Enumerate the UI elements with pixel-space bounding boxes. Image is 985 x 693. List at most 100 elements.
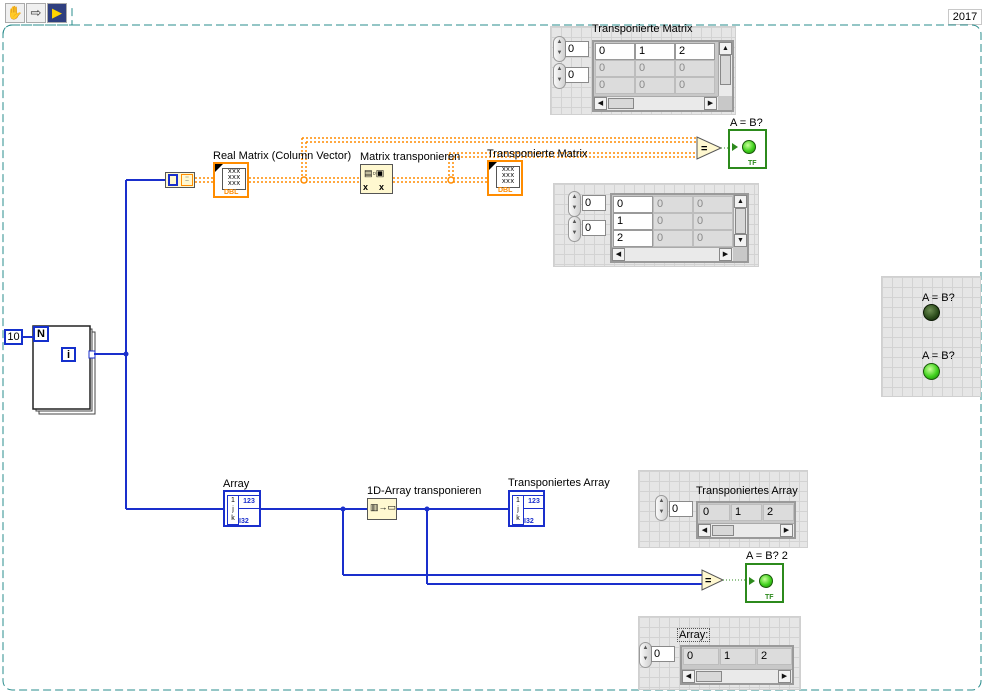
matrix-cell[interactable]: 0: [653, 213, 693, 230]
matrix-cell[interactable]: 1: [613, 213, 653, 230]
array-cell[interactable]: 0: [699, 504, 730, 521]
led1-indicator[interactable]: [923, 304, 940, 321]
matrix-cell[interactable]: 0: [635, 60, 675, 77]
matrix-transpose-node[interactable]: ▤▫▣ x x: [360, 164, 393, 194]
array-cell[interactable]: 1: [720, 648, 756, 665]
matrix-cell[interactable]: 1: [635, 43, 675, 60]
horizontal-scrollbar[interactable]: ◀ ▶: [594, 96, 718, 110]
row-index-input[interactable]: 0: [582, 195, 606, 211]
scroll-right-icon[interactable]: ▶: [780, 524, 793, 537]
loop-count-terminal[interactable]: N: [33, 326, 49, 342]
array-array: 0 1 2 ◀ ▶: [680, 645, 794, 685]
indicator-arrow-icon: [215, 164, 223, 172]
matrix-cell[interactable]: 0: [693, 230, 733, 247]
array-index-input[interactable]: 0: [651, 646, 675, 662]
matrix-cell[interactable]: 0: [693, 196, 733, 213]
step-tool-button[interactable]: ⇨: [26, 3, 46, 23]
led1-label: A = B?: [922, 292, 955, 304]
matrix-cell[interactable]: 2: [613, 230, 653, 247]
compare-bottom-indicator-label: A = B? 2: [746, 550, 788, 562]
array-cell[interactable]: 0: [683, 648, 719, 665]
scroll-right-icon[interactable]: ▶: [719, 248, 732, 261]
compare-top-indicator-label: A = B?: [730, 117, 763, 129]
transposed-matrix-array: 0 1 2 0 0 0 0 0 0 ▲ ◀ ▶: [592, 40, 734, 112]
row-index-input[interactable]: 0: [565, 41, 589, 57]
transposed-array-terminal-label: Transponiertes Array: [508, 477, 610, 489]
scroll-up-icon[interactable]: ▲: [734, 195, 747, 208]
horizontal-scrollbar[interactable]: ◀ ▶: [698, 523, 794, 537]
build-array-output: ⁚⁚: [181, 174, 193, 186]
array-transpose-node[interactable]: ▥→▭: [367, 498, 397, 520]
matrix-cell[interactable]: 0: [613, 196, 653, 213]
matrix-cell[interactable]: 0: [653, 196, 693, 213]
scroll-down-icon[interactable]: ▼: [734, 234, 747, 247]
equal-compare-bottom[interactable]: [701, 569, 725, 591]
scroll-left-icon[interactable]: ◀: [594, 97, 607, 110]
array-index-spinner[interactable]: ▲▼: [655, 495, 668, 521]
equal-compare-top[interactable]: [696, 136, 723, 160]
transposed-matrix-panel: Transponierte Matrix ▲▼ 0 ▲▼ 0 0 1 2 0 0…: [550, 23, 736, 115]
diagram-boundary: [2, 24, 982, 691]
compare-top-indicator-terminal[interactable]: TF: [728, 129, 767, 169]
matrix-cell[interactable]: 0: [595, 43, 635, 60]
row-index-spinner[interactable]: ▲▼: [553, 36, 566, 62]
indicator-arrow-icon: [489, 162, 497, 170]
transposed-matrix-dtype: DBL: [498, 187, 513, 194]
matrix-cell[interactable]: 0: [595, 60, 635, 77]
led-icon: [759, 574, 773, 588]
matrix-transpose-label: Matrix transponieren: [360, 151, 461, 163]
hand-tool-button[interactable]: ✋: [5, 3, 25, 23]
transposed-matrix-terminal-label: Transponierte Matrix: [487, 148, 588, 160]
array-cell[interactable]: 2: [763, 504, 794, 521]
array-panel-label: Array:: [677, 628, 711, 642]
led2-indicator[interactable]: [923, 363, 940, 380]
scroll-left-icon[interactable]: ◀: [612, 248, 625, 261]
array-index-input[interactable]: 0: [669, 501, 693, 517]
matrix-cell[interactable]: 0: [595, 77, 635, 94]
bool-tf-label: TF: [748, 160, 757, 167]
loop-count-constant[interactable]: 10: [4, 329, 23, 345]
numeric-glyph-icon: 123: [238, 495, 260, 509]
scroll-up-icon[interactable]: ▲: [719, 42, 732, 55]
svg-text:=: =: [705, 575, 711, 587]
scroll-right-icon[interactable]: ▶: [778, 670, 791, 683]
array-cell[interactable]: 2: [757, 648, 792, 665]
run-vi-icon: ▶: [52, 5, 62, 20]
real-matrix-label: Real Matrix (Column Vector): [213, 150, 352, 162]
vertical-scrollbar[interactable]: ▲: [718, 42, 732, 96]
array-cell[interactable]: 1: [731, 504, 762, 521]
build-array-node[interactable]: ⁚⁚: [165, 172, 195, 188]
scroll-left-icon[interactable]: ◀: [698, 524, 711, 537]
run-button[interactable]: ▶: [47, 3, 67, 23]
build-array-input: [168, 174, 178, 186]
loop-iteration-terminal[interactable]: i: [61, 347, 76, 362]
arrow-right-icon: ⇨: [30, 5, 42, 20]
matrix-cell[interactable]: 0: [675, 60, 715, 77]
scroll-right-icon[interactable]: ▶: [704, 97, 717, 110]
scroll-left-icon[interactable]: ◀: [682, 670, 695, 683]
numeric-glyph-icon: 123: [523, 495, 545, 509]
col-index-spinner[interactable]: ▲▼: [568, 216, 581, 242]
matrix-cell[interactable]: 0: [635, 77, 675, 94]
matrix-cell[interactable]: 0: [693, 213, 733, 230]
compare-bottom-indicator-terminal[interactable]: TF: [745, 563, 784, 603]
horizontal-scrollbar[interactable]: ◀ ▶: [682, 669, 792, 683]
transposed-array-array: 0 1 2 ◀ ▶: [696, 501, 796, 539]
matrix-cell[interactable]: 2: [675, 43, 715, 60]
array-transpose-icon: ▥→▭: [370, 502, 397, 512]
vertical-scrollbar[interactable]: ▲ ▼: [733, 195, 747, 247]
col-index-input[interactable]: 0: [582, 220, 606, 236]
matrix-cell[interactable]: 0: [675, 77, 715, 94]
horizontal-scrollbar[interactable]: ◀ ▶: [612, 247, 733, 261]
hand-tool-icon: ✋: [6, 5, 24, 20]
col-index-input[interactable]: 0: [565, 67, 589, 83]
row-index-spinner[interactable]: ▲▼: [568, 191, 581, 217]
matrix-cell[interactable]: 0: [653, 230, 693, 247]
led-icon: [742, 140, 756, 154]
